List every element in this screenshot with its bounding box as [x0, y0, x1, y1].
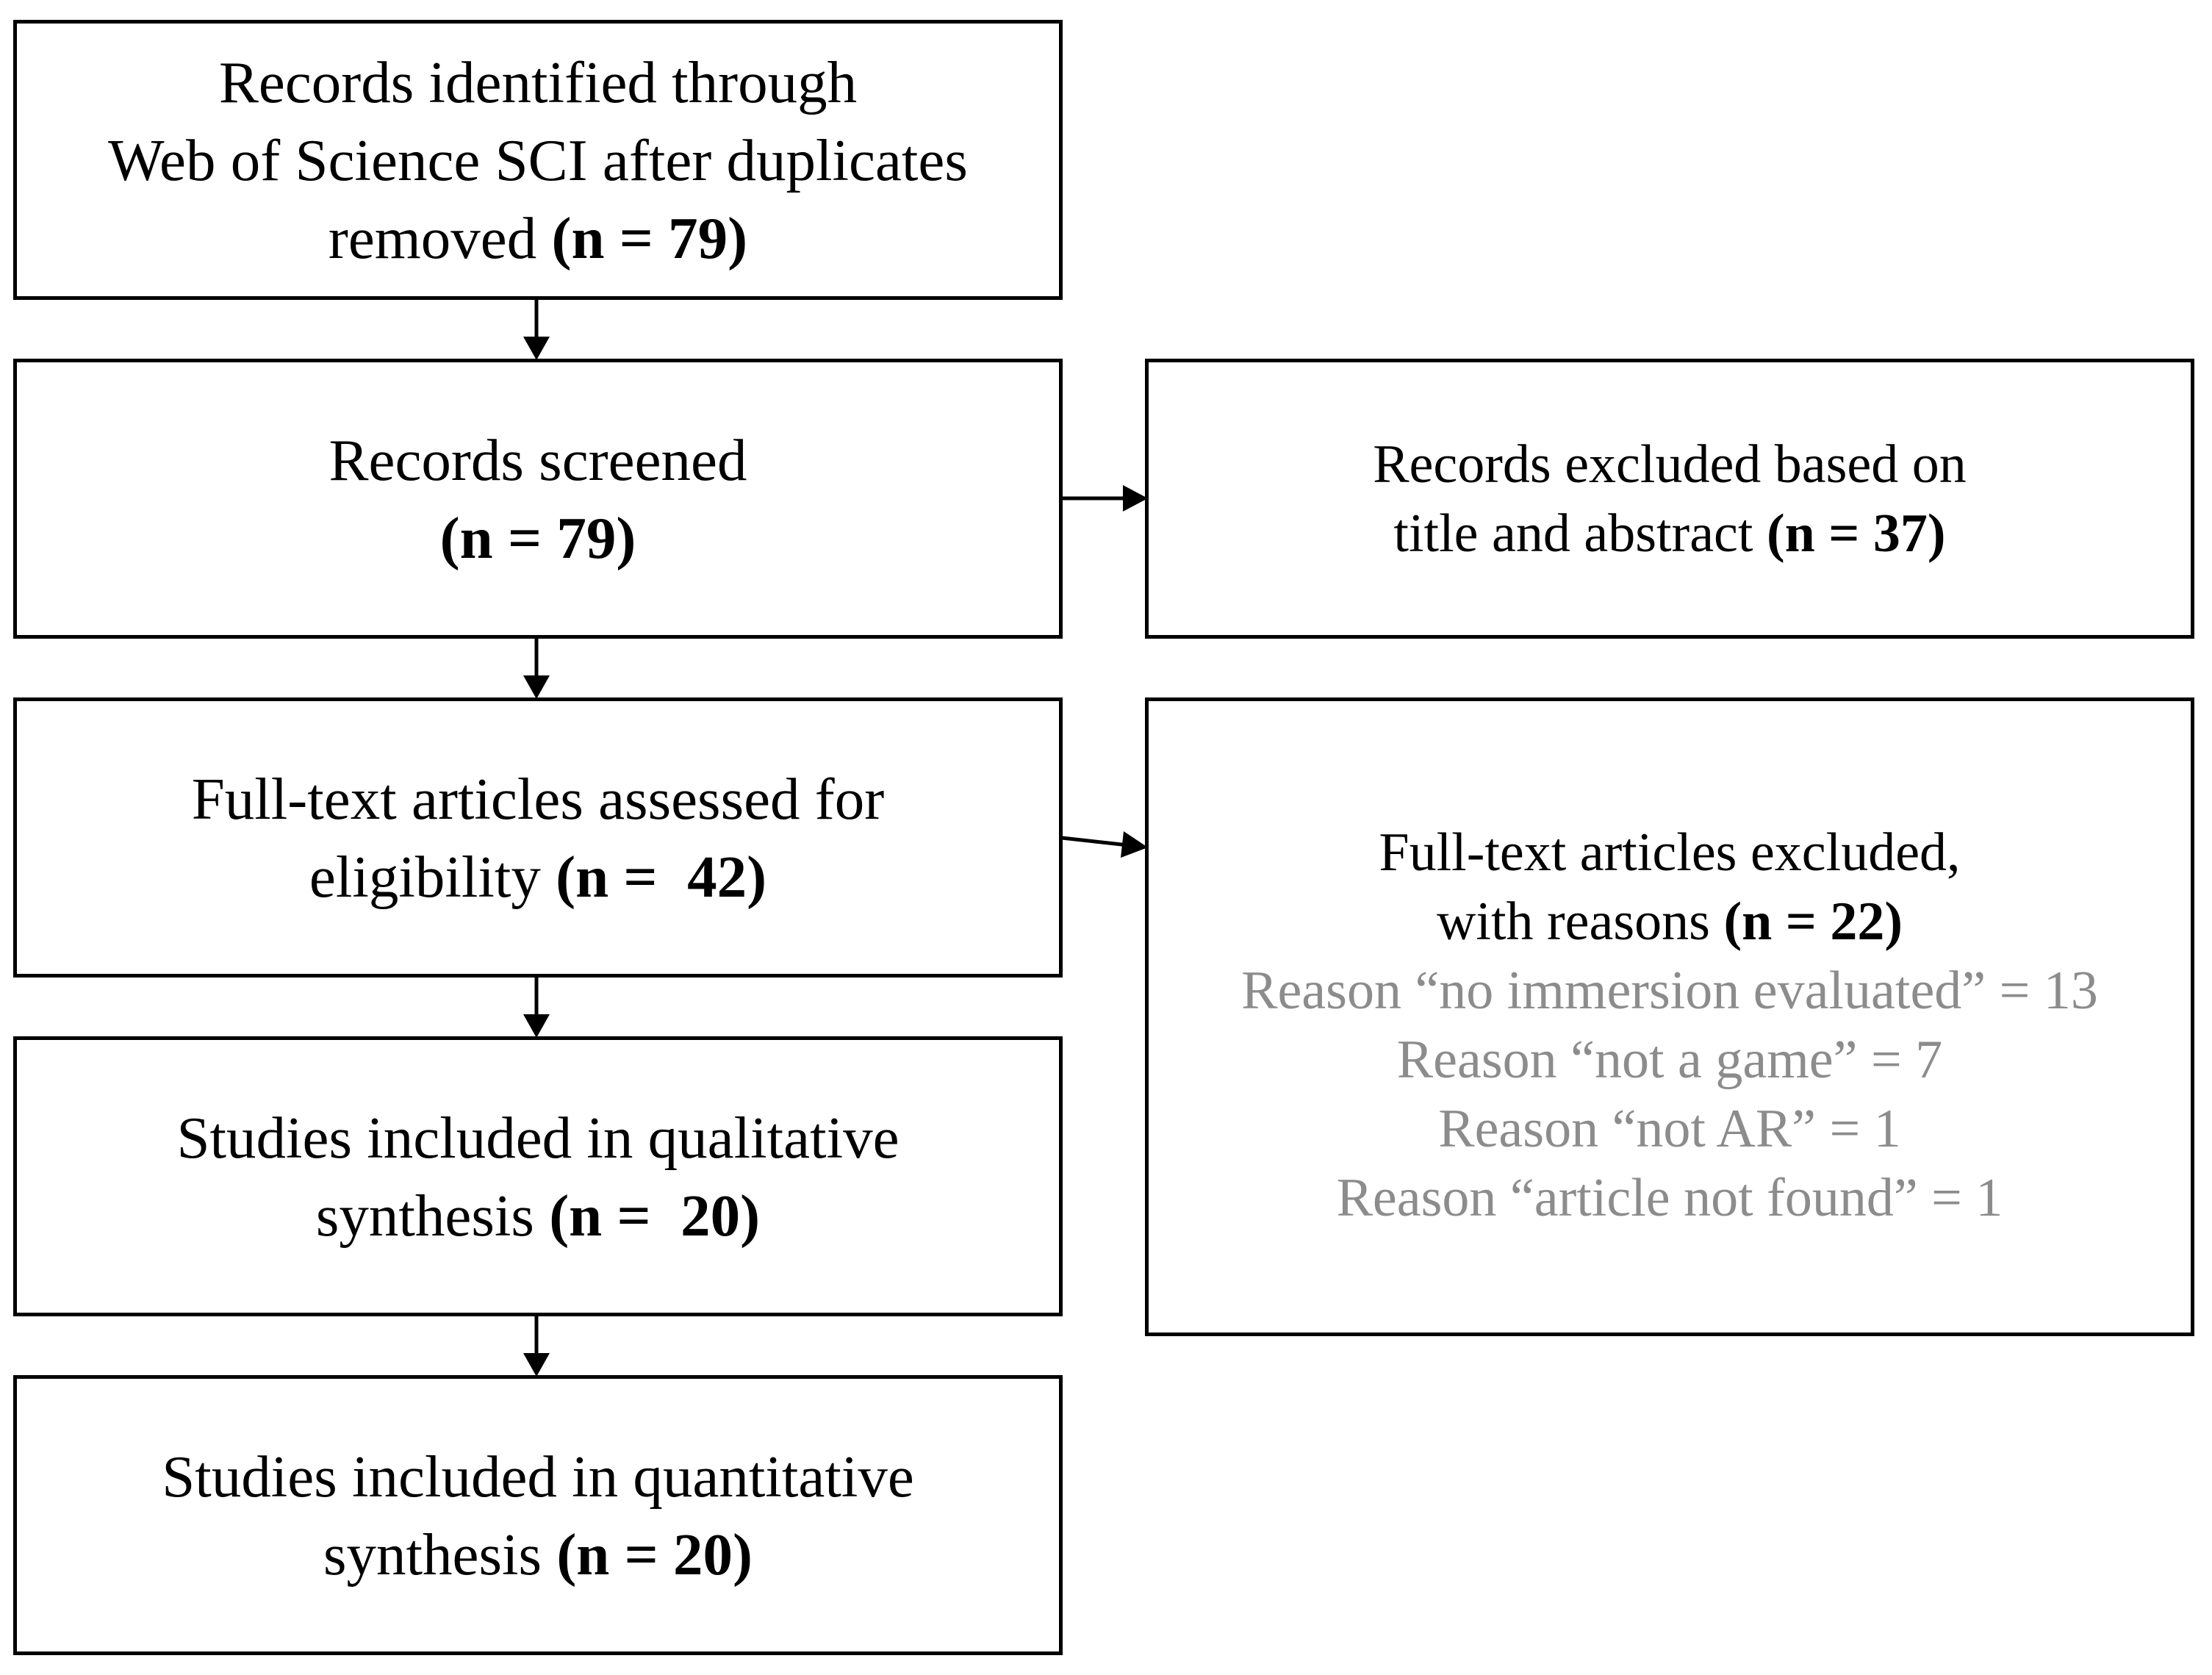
reason-article-not-found: Reason “article not found” = 1: [1336, 1168, 2003, 1228]
quantitative-line-2-text: synthesis: [323, 1521, 542, 1588]
identified-count: (n = 79): [551, 204, 748, 271]
eligibility-line-2: eligibility (n = 42): [309, 838, 766, 916]
quantitative-line-2: synthesis (n = 20): [323, 1516, 753, 1593]
excluded-fulltext-line-1: Full-text articles excluded,: [1379, 822, 1961, 883]
excluded-title-line-2: title and abstract (n = 37): [1393, 499, 1945, 568]
screened-count: (n = 79): [439, 504, 636, 571]
arrowhead-down-2: [523, 675, 550, 699]
arrowhead-down-4: [523, 1353, 550, 1377]
identified-line-3-text: removed: [328, 204, 537, 271]
eligibility-count: (n = 42): [556, 843, 767, 910]
arrowhead-down-1: [523, 337, 550, 360]
excluded-title-line-1: Records excluded based on: [1373, 434, 1967, 495]
excluded-title-line-2-text: title and abstract: [1393, 503, 1753, 564]
eligibility-line-2-text: eligibility: [309, 843, 541, 910]
arrowhead-right-2: [1121, 831, 1148, 858]
identified-line-2: Web of Science SCI after duplicates: [108, 126, 968, 193]
reason-not-ar: Reason “not AR” = 1: [1438, 1099, 1901, 1159]
screened-line-1: Records screened: [328, 426, 747, 493]
excluded-fulltext-box: Full-text articles excluded, with reason…: [1145, 697, 2194, 1336]
eligibility-box: Full-text articles assessed for eligibil…: [13, 697, 1063, 978]
records-identified-box: Records identified through Web of Scienc…: [13, 20, 1063, 300]
records-screened-box: Records screened (n = 79): [13, 359, 1063, 639]
qualitative-count: (n = 20): [549, 1182, 761, 1249]
identified-line-3: removed (n = 79): [328, 199, 747, 277]
quantitative-line-1: Studies included in quantitative: [162, 1443, 914, 1510]
qualitative-line-2-text: synthesis: [315, 1182, 534, 1249]
identified-line-1: Records identified through: [218, 49, 858, 115]
excluded-title-count: (n = 37): [1766, 503, 1946, 564]
qualitative-line-2: synthesis (n = 20): [316, 1177, 760, 1255]
quantitative-count: (n = 20): [556, 1521, 753, 1588]
excluded-title-abstract-box: Records excluded based on title and abst…: [1145, 359, 2194, 639]
reason-no-immersion: Reason “no immersion evaluated” = 13: [1241, 961, 2098, 1021]
qualitative-box: Studies included in qualitative synthesi…: [13, 1036, 1063, 1316]
quantitative-box: Studies included in quantitative synthes…: [13, 1375, 1063, 1655]
arrowhead-down-3: [523, 1014, 550, 1038]
excluded-fulltext-line-2-text: with reasons: [1436, 892, 1710, 952]
qualitative-line-1: Studies included in qualitative: [176, 1104, 899, 1171]
excluded-fulltext-line-2: with reasons (n = 22): [1437, 887, 1903, 956]
excluded-fulltext-count: (n = 22): [1723, 892, 1903, 952]
eligibility-line-1: Full-text articles assessed for: [191, 765, 885, 832]
arrowhead-right-1: [1123, 485, 1148, 512]
reason-not-a-game: Reason “not a game” = 7: [1396, 1030, 1943, 1090]
